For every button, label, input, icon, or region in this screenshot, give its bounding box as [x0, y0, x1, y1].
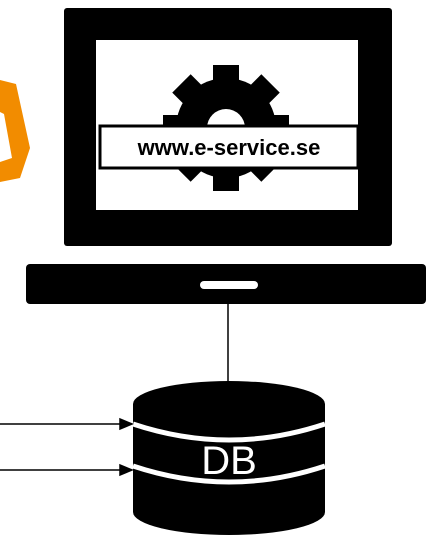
url-label: www.e-service.se [137, 135, 321, 160]
incoming-arrows [0, 417, 134, 477]
database-cylinder [132, 381, 326, 535]
incoming-arrow-top-head [119, 417, 134, 431]
incoming-arrow-bottom-head [119, 463, 134, 477]
database-label: DB [201, 439, 257, 483]
orange-partial-shape [0, 80, 30, 182]
url-label-box [98, 124, 360, 170]
monitor-base-slot [200, 281, 258, 289]
